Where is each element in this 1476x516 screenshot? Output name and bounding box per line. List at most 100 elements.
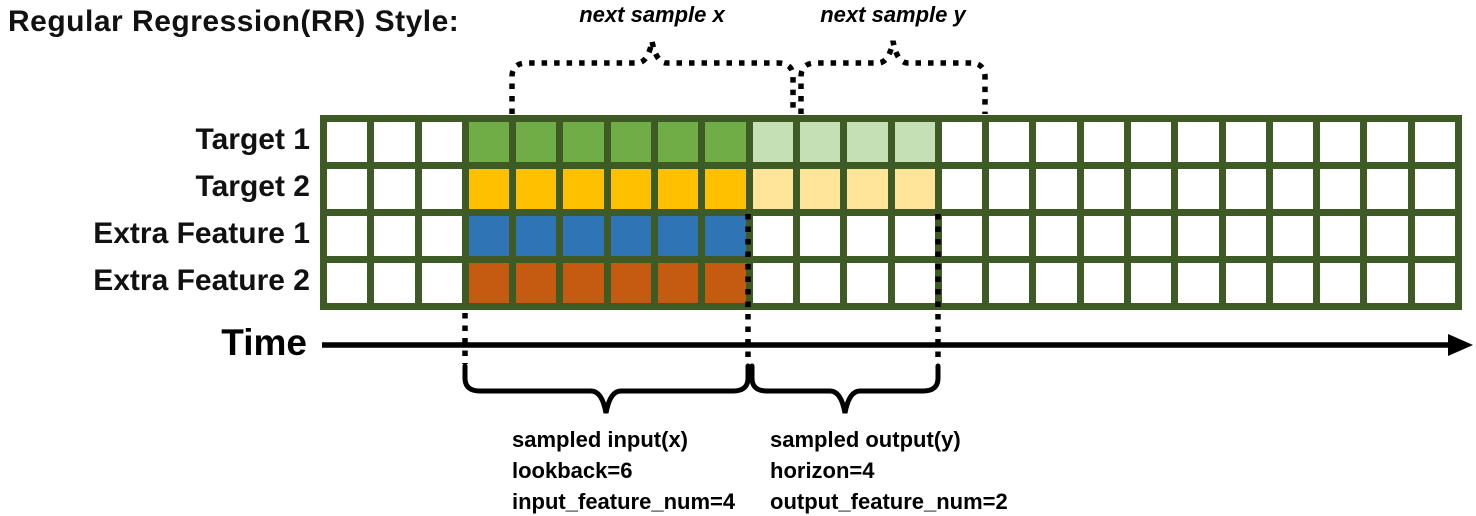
grid-cell xyxy=(374,263,415,303)
grid-cell xyxy=(374,169,415,209)
grid-cell xyxy=(421,169,462,209)
grid-cell xyxy=(1083,216,1124,256)
grid-cell xyxy=(847,122,888,162)
grid-cell xyxy=(1178,169,1219,209)
grid-cell xyxy=(1225,169,1266,209)
grid-cell xyxy=(516,216,557,256)
grid-cell xyxy=(1225,263,1266,303)
next-sample-x-label: next sample x xyxy=(579,2,725,27)
grid-cell xyxy=(327,122,368,162)
grid-cell xyxy=(421,216,462,256)
row-label-extra-feature-2: Extra Feature 2 xyxy=(93,264,310,297)
grid-cell xyxy=(563,263,604,303)
sampled-input-title: sampled input(x) xyxy=(512,427,689,452)
grid-cell xyxy=(1130,263,1172,303)
grid-cell xyxy=(658,216,699,256)
grid-cell xyxy=(799,263,841,303)
grid-cell xyxy=(1036,263,1077,303)
grid-cell xyxy=(941,122,983,162)
grid-cell xyxy=(468,263,510,303)
grid-cell xyxy=(563,216,604,256)
grid-cell xyxy=(752,263,793,303)
grid-cell xyxy=(1083,169,1124,209)
grid-cell xyxy=(847,216,888,256)
sample-grid xyxy=(320,115,1462,310)
grid-cell xyxy=(610,122,652,162)
grid-cell xyxy=(1320,263,1361,303)
grid-cell xyxy=(1083,122,1124,162)
grid-cell xyxy=(799,169,841,209)
row-label-extra-feature-1: Extra Feature 1 xyxy=(93,217,310,250)
grid-cell xyxy=(894,122,935,162)
grid-cell xyxy=(563,169,604,209)
grid-cell xyxy=(468,169,510,209)
grid-cell xyxy=(799,122,841,162)
grid-cell xyxy=(752,169,793,209)
grid-cell xyxy=(941,169,983,209)
grid-cell xyxy=(989,216,1030,256)
grid-cell xyxy=(752,122,793,162)
grid-cell xyxy=(1367,263,1408,303)
grid-cell xyxy=(1414,216,1455,256)
grid-cell xyxy=(1414,122,1455,162)
grid-cell xyxy=(1083,263,1124,303)
grid-cell xyxy=(468,216,510,256)
grid-cell xyxy=(894,169,935,209)
grid-cell xyxy=(752,216,793,256)
grid-cell xyxy=(1320,169,1361,209)
next-sample-y-brace xyxy=(798,40,988,114)
grid-cell xyxy=(374,122,415,162)
grid-cell xyxy=(610,216,652,256)
sampled-input-brace xyxy=(462,363,751,414)
grid-cell xyxy=(1272,169,1314,209)
time-axis-label: Time xyxy=(221,322,307,363)
grid-cell xyxy=(1367,122,1408,162)
grid-cell xyxy=(1225,216,1266,256)
row-label-target-2: Target 2 xyxy=(195,170,310,203)
next-sample-y-label: next sample y xyxy=(820,2,966,27)
grid-cell xyxy=(1320,216,1361,256)
grid-cell xyxy=(1036,216,1077,256)
grid-cell xyxy=(468,122,510,162)
grid-cell xyxy=(941,263,983,303)
grid-cell xyxy=(1414,263,1455,303)
grid-cell xyxy=(1130,122,1172,162)
output-feature-num-value: output_feature_num=2 xyxy=(770,489,1008,514)
grid-cell xyxy=(327,263,368,303)
grid-cell xyxy=(1130,169,1172,209)
grid-cell xyxy=(705,122,746,162)
grid-cell xyxy=(705,169,746,209)
grid-cell xyxy=(847,169,888,209)
grid-cell xyxy=(1414,169,1455,209)
grid-cell xyxy=(799,216,841,256)
grid-cell xyxy=(989,169,1030,209)
grid-cell xyxy=(1272,122,1314,162)
grid-cell xyxy=(421,122,462,162)
grid-cell xyxy=(1272,216,1314,256)
grid-cell xyxy=(516,122,557,162)
next-sample-x-brace xyxy=(509,40,796,114)
grid-cell xyxy=(1225,122,1266,162)
lookback-value: lookback=6 xyxy=(512,458,633,483)
grid-cell xyxy=(941,216,983,256)
grid-cell xyxy=(989,122,1030,162)
grid-cell xyxy=(894,216,935,256)
grid-cell xyxy=(1367,169,1408,209)
grid-cell xyxy=(1178,216,1219,256)
grid-cell xyxy=(327,216,368,256)
grid-cell xyxy=(1272,263,1314,303)
time-arrow-head xyxy=(1448,334,1473,356)
grid-cell xyxy=(847,263,888,303)
grid-cell xyxy=(1036,169,1077,209)
horizon-value: horizon=4 xyxy=(770,458,875,483)
grid-cell xyxy=(563,122,604,162)
input-feature-num-value: input_feature_num=4 xyxy=(512,489,736,514)
sampled-input-info: sampled input(x) lookback=6 input_featur… xyxy=(512,424,735,516)
grid-cell xyxy=(1320,122,1361,162)
grid-cell xyxy=(989,263,1030,303)
grid-cell xyxy=(894,263,935,303)
grid-cell xyxy=(610,169,652,209)
grid-cell xyxy=(1178,122,1219,162)
grid-cell xyxy=(705,216,746,256)
